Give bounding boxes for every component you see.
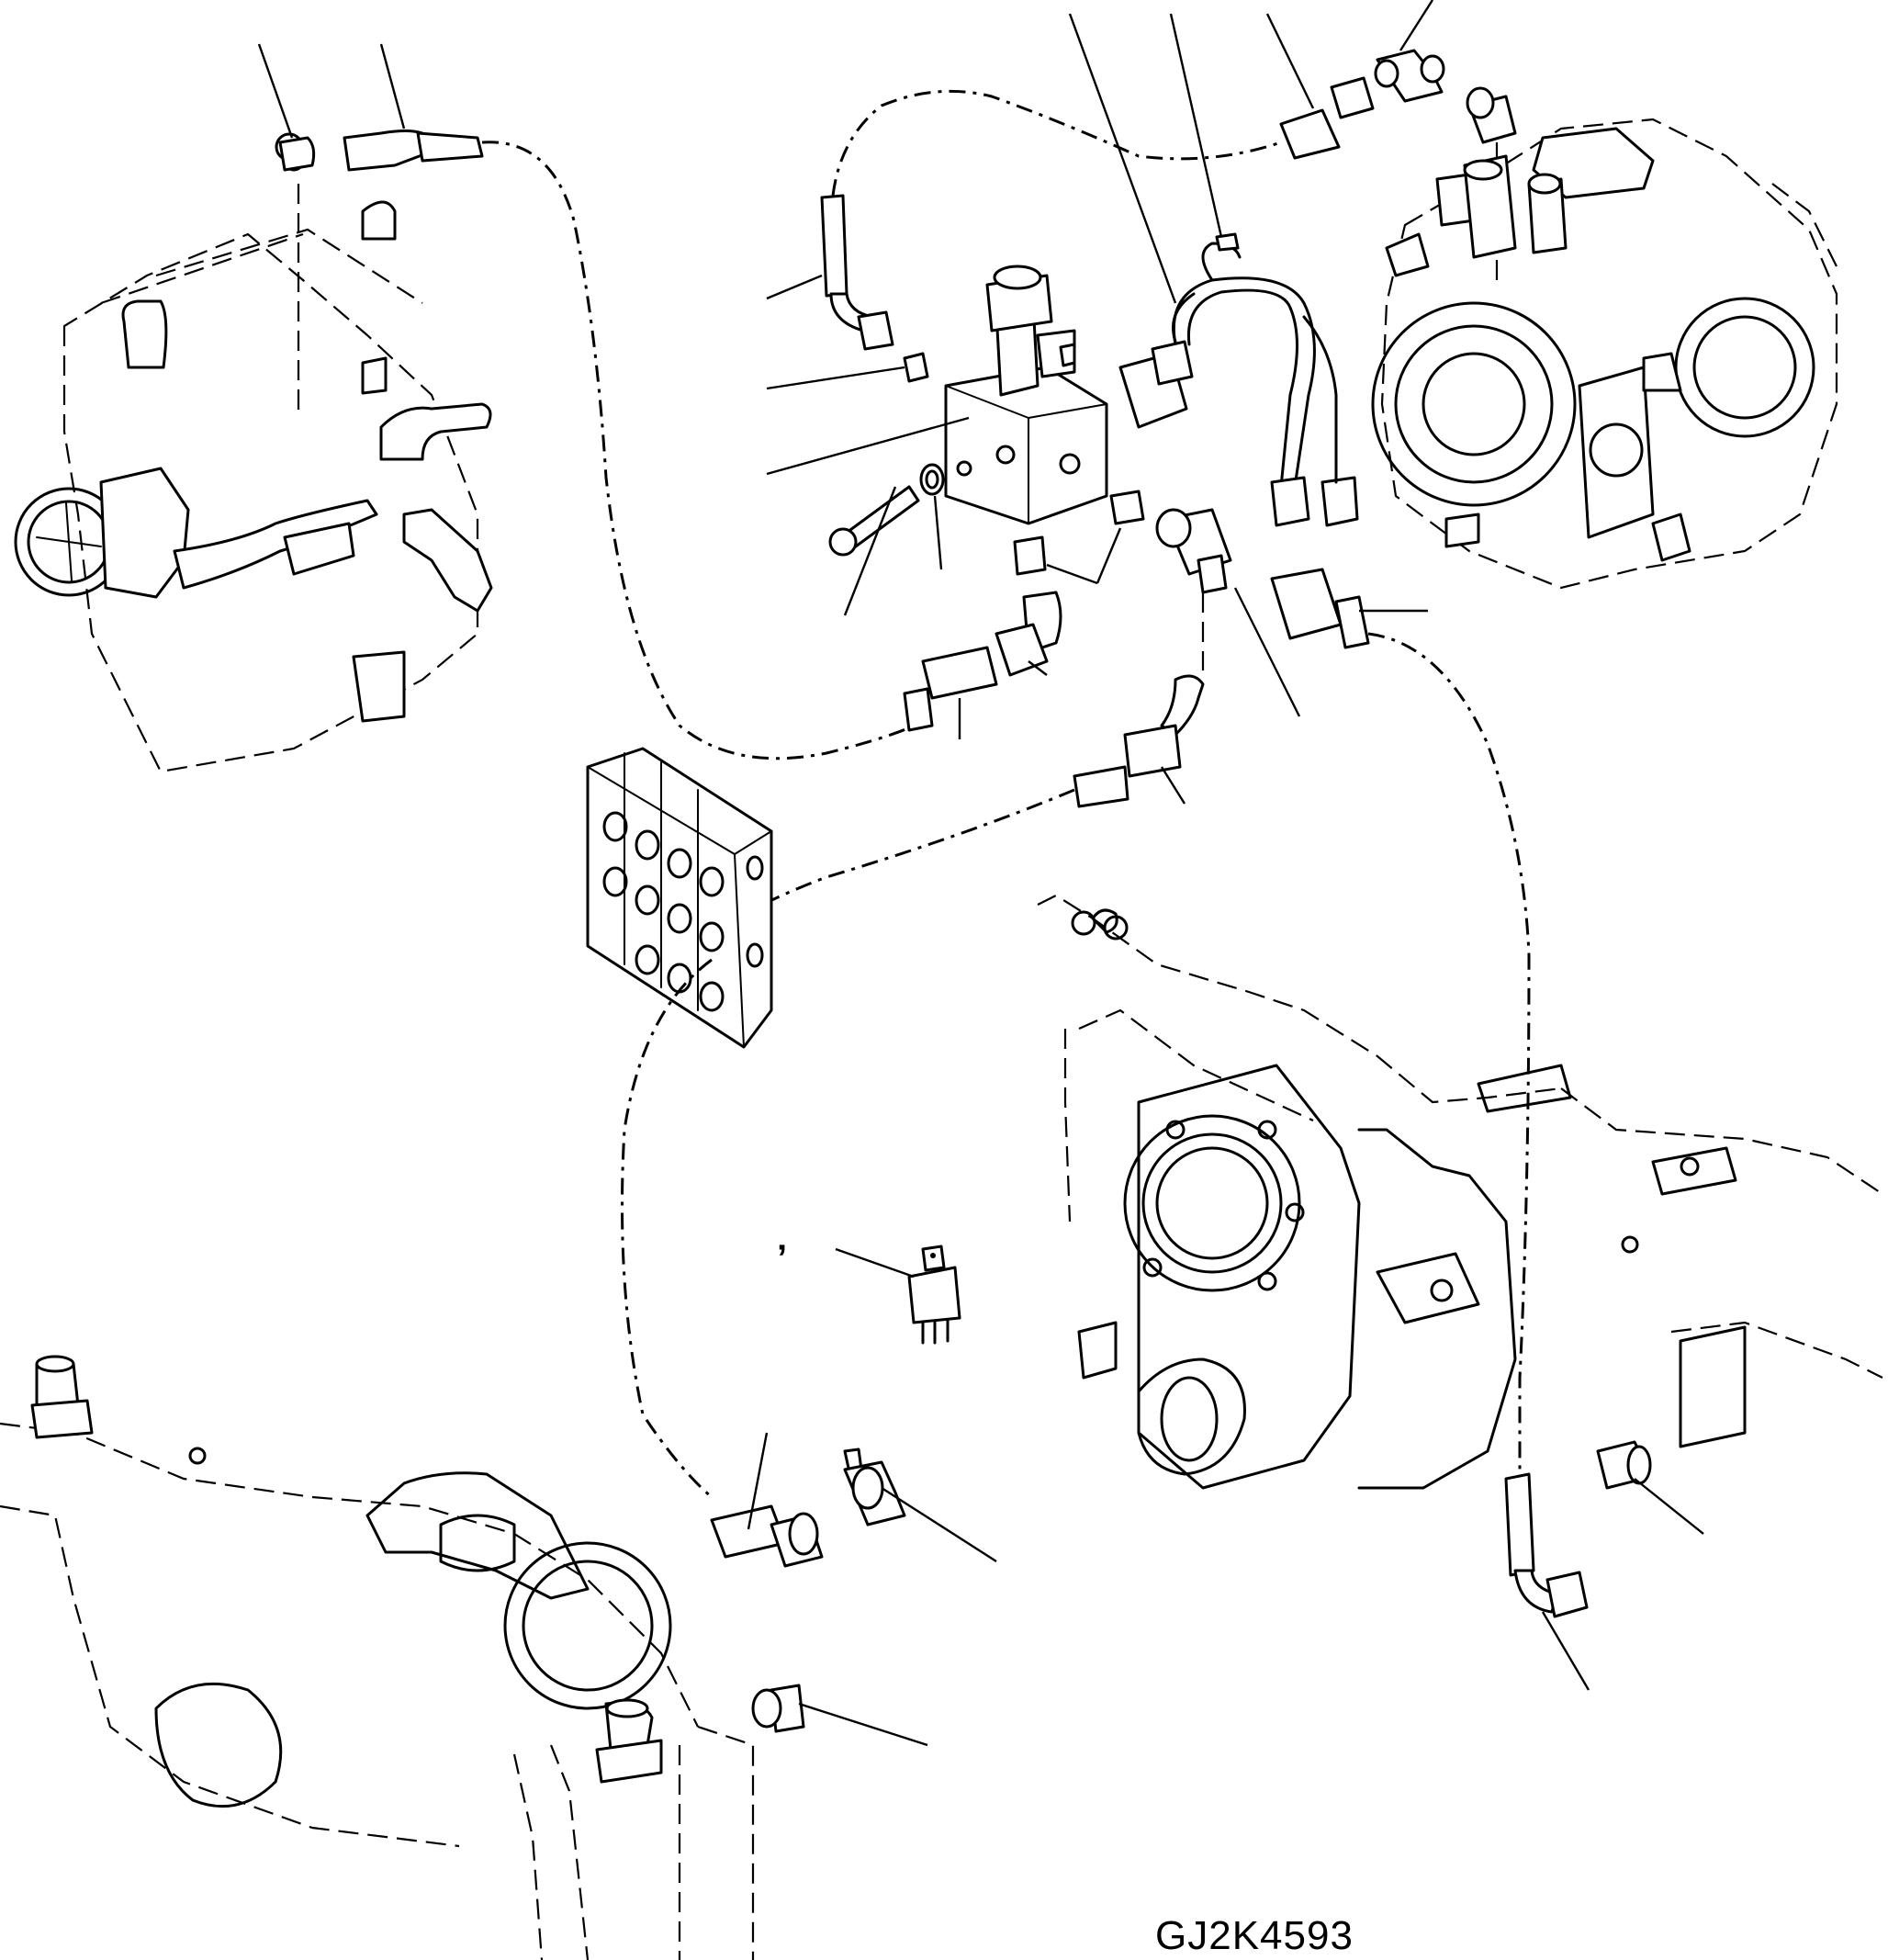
drawing-code: GJ2K4593	[1155, 1913, 1354, 1958]
axle-housing-right	[1037, 894, 1883, 1490]
injection-pump	[1371, 118, 1838, 590]
wiring-harness	[1118, 232, 1359, 527]
engine-housing-top-left	[14, 130, 493, 773]
manifold-block	[586, 747, 773, 1049]
relay	[907, 1245, 961, 1345]
axle-housing-left	[0, 1355, 755, 1960]
solenoid-valve-block	[944, 265, 1108, 525]
drawing-mark: ’	[777, 1238, 788, 1279]
